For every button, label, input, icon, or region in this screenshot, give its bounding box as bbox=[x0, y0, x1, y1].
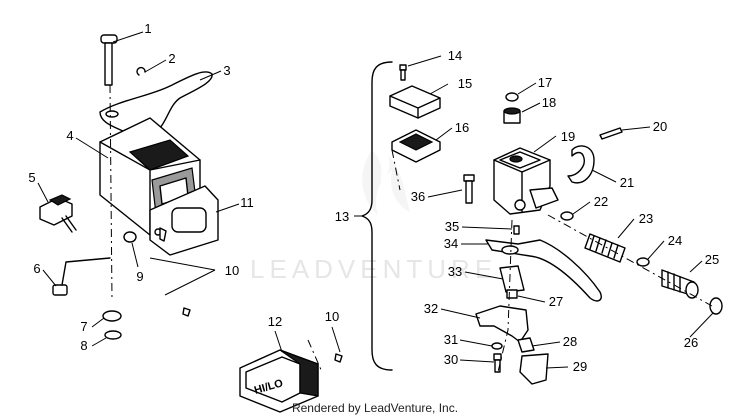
part-8-clip bbox=[104, 330, 122, 340]
callout-13: 13 bbox=[335, 209, 349, 224]
callout-30: 30 bbox=[444, 352, 458, 367]
callout-5: 5 bbox=[28, 170, 35, 185]
part-1-bolt bbox=[100, 34, 118, 86]
part-10-screw-c bbox=[334, 353, 343, 363]
callout-36: 36 bbox=[411, 189, 425, 204]
part-29-switch-cover bbox=[519, 353, 549, 385]
callout-22: 22 bbox=[594, 194, 608, 209]
part-6-wire-terminal bbox=[52, 257, 111, 296]
watermark-text: LEADVENTURE bbox=[250, 254, 497, 284]
part-3-hole bbox=[105, 110, 119, 118]
part-27-nut bbox=[506, 289, 518, 299]
callout-26: 26 bbox=[684, 335, 698, 350]
watermark-logo-icon bbox=[362, 150, 410, 215]
callout-9: 9 bbox=[136, 269, 143, 284]
callout-29: 29 bbox=[573, 359, 587, 374]
callout-31: 31 bbox=[444, 332, 458, 347]
callout-27: 27 bbox=[549, 294, 563, 309]
callout-34: 34 bbox=[444, 236, 458, 251]
part-14-screw bbox=[399, 64, 407, 81]
bracket-13 bbox=[361, 61, 393, 371]
callout-33: 33 bbox=[448, 264, 462, 279]
part-22-washer bbox=[560, 211, 574, 221]
part-7-washer bbox=[102, 310, 122, 322]
callout-10-repeat: 10 bbox=[325, 309, 339, 324]
part-31-washer bbox=[491, 342, 503, 350]
part-35-pin bbox=[513, 225, 520, 235]
callout-24: 24 bbox=[668, 233, 682, 248]
callout-20: 20 bbox=[653, 119, 667, 134]
part-36-bolt bbox=[463, 174, 475, 204]
part-25-adjuster bbox=[661, 269, 699, 299]
part-28-switch bbox=[517, 337, 535, 353]
part-33-arm bbox=[499, 265, 525, 293]
callout-1: 1 bbox=[144, 21, 151, 36]
callout-25: 25 bbox=[705, 252, 719, 267]
callout-12: 12 bbox=[268, 314, 282, 329]
callout-23: 23 bbox=[639, 211, 653, 226]
part-17-ring bbox=[505, 92, 519, 102]
part-19-master-cylinder bbox=[493, 147, 559, 215]
callout-28: 28 bbox=[563, 334, 577, 349]
part-9-washer bbox=[123, 231, 137, 243]
part-21-clamp bbox=[567, 145, 595, 184]
part-16-diaphragm bbox=[391, 129, 441, 163]
part-10-screw-b bbox=[182, 307, 191, 317]
part-23-spring bbox=[584, 233, 626, 263]
part-18-piston bbox=[503, 107, 521, 124]
part-2-clip bbox=[136, 66, 146, 76]
callout-2: 2 bbox=[168, 51, 175, 66]
callout-6: 6 bbox=[33, 261, 40, 276]
part-32-switch-plate bbox=[475, 305, 529, 343]
callout-21: 21 bbox=[620, 175, 634, 190]
callout-14: 14 bbox=[448, 48, 462, 63]
footer-credit: Rendered by LeadVenture, Inc. bbox=[291, 401, 459, 415]
leader-lines bbox=[37, 31, 714, 369]
part-26-o-ring bbox=[709, 297, 723, 315]
callout-32: 32 bbox=[424, 301, 438, 316]
callout-8: 8 bbox=[80, 338, 87, 353]
part-5-switch-knob bbox=[39, 194, 77, 233]
callout-16: 16 bbox=[455, 120, 469, 135]
callout-10: 10 bbox=[225, 263, 239, 278]
part-10-screw-a bbox=[159, 227, 167, 242]
callout-3: 3 bbox=[223, 63, 230, 78]
callout-11: 11 bbox=[240, 195, 254, 210]
part-20-screw bbox=[599, 127, 623, 140]
callout-15: 15 bbox=[458, 76, 472, 91]
callout-17: 17 bbox=[538, 75, 552, 90]
callout-numbers: 1 2 3 4 5 6 7 8 9 10 11 12 10 13 14 15 1… bbox=[28, 21, 719, 374]
callout-4: 4 bbox=[66, 128, 73, 143]
part-24-washer bbox=[636, 257, 650, 267]
part-12-hilo-switch: HI/LO bbox=[239, 349, 319, 413]
part-30-screw bbox=[493, 353, 502, 373]
callout-19: 19 bbox=[561, 129, 575, 144]
part-11-cover bbox=[149, 185, 219, 256]
callout-35: 35 bbox=[445, 219, 459, 234]
callout-7: 7 bbox=[80, 319, 87, 334]
part-15-cap bbox=[389, 85, 441, 119]
part-34-brake-lever bbox=[485, 239, 602, 302]
callout-18: 18 bbox=[542, 95, 556, 110]
